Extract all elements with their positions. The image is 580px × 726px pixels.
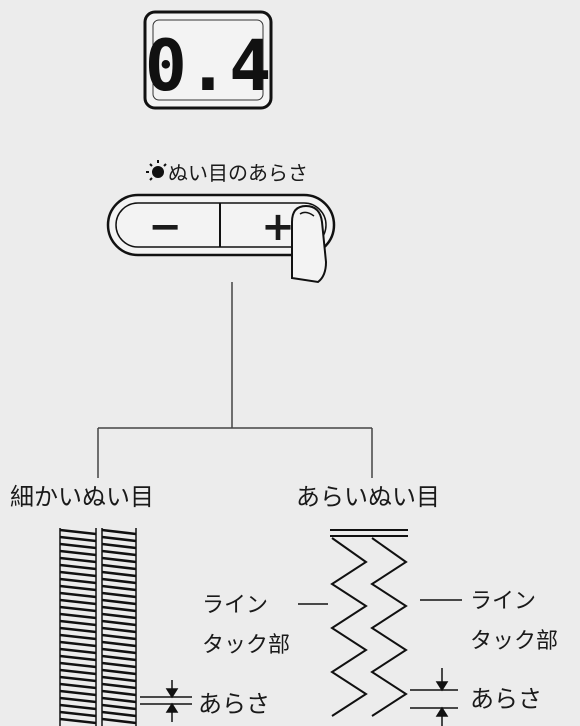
stitch-segment (101, 682, 137, 690)
stitch-segment (59, 605, 97, 613)
stitch-segment (59, 570, 97, 578)
stitch-segment (101, 563, 137, 571)
stitch-segment (59, 689, 97, 697)
minus-symbol: − (148, 204, 182, 250)
stitch-segment (101, 577, 137, 585)
stitch-segment (101, 535, 137, 543)
stitch-length-label: ぬい目のあらさ (168, 161, 308, 185)
stitch-segment (101, 647, 137, 655)
light-indicator-icon (146, 160, 167, 181)
lcd-value: 0.4 (145, 25, 271, 107)
stitch-segment (101, 619, 137, 627)
coarse-line-tack-label-2: タック部 (470, 629, 558, 654)
plus-symbol: + (261, 204, 295, 250)
fine-stitch-title: 細かいぬい目 (10, 483, 154, 511)
coarse-stitch-title: あらいぬい目 (296, 483, 440, 511)
finger-icon (291, 204, 328, 284)
stitch-segment (59, 626, 97, 634)
arrow-up-icon (435, 706, 449, 717)
stitch-segment (101, 626, 137, 634)
stitch-segment (101, 598, 137, 606)
stitch-segment (59, 654, 97, 662)
stitch-segment (101, 542, 137, 550)
stitch-segment (101, 703, 137, 711)
arrow-down-icon (435, 681, 449, 692)
stitch-segment (101, 675, 137, 683)
stitch-length-control (106, 193, 336, 257)
stitch-segment (101, 570, 137, 578)
stitch-segment (59, 549, 97, 557)
fine-line-tack-label-2: タック部 (202, 633, 290, 658)
coarse-spacing-label: あらさ (470, 685, 542, 713)
stitch-segment (101, 584, 137, 592)
fine-spacing-indicator (140, 680, 192, 722)
stitch-segment (59, 598, 97, 606)
stitch-segment (59, 591, 97, 599)
stitch-segment (101, 528, 137, 536)
stitch-segment (59, 668, 97, 676)
stitch-segment (59, 661, 97, 669)
stitch-segment (59, 647, 97, 655)
stitch-segment (101, 717, 137, 725)
stitch-segment (101, 640, 137, 648)
stitch-segment (59, 619, 97, 627)
stitch-segment (59, 675, 97, 683)
stitch-segment (59, 710, 97, 718)
stitch-segment (101, 591, 137, 599)
stitch-segment (101, 668, 137, 676)
stitch-segment (59, 640, 97, 648)
lcd-display: 0.4 (143, 10, 273, 110)
stitch-segment (59, 682, 97, 690)
stitch-segment (101, 605, 137, 613)
stitch-segment (59, 556, 97, 564)
stitch-segment (101, 549, 137, 557)
connector-lines (97, 282, 373, 478)
stitch-segment (59, 717, 97, 725)
stitch-segment (101, 556, 137, 564)
arrow-up-icon (165, 702, 179, 713)
stitch-segment (59, 584, 97, 592)
fine-line-tack-label-1: ライン (202, 593, 268, 618)
stitch-segment (101, 661, 137, 669)
stitch-segment (101, 696, 137, 704)
arrow-down-icon (165, 688, 179, 699)
stitch-segment (59, 577, 97, 585)
fine-spacing-label: あらさ (198, 690, 270, 718)
stitch-segment (101, 612, 137, 620)
coarse-line-tack-label-1: ライン (470, 589, 536, 614)
stitch-segment (59, 633, 97, 641)
stitch-segment (59, 703, 97, 711)
stitch-segment (59, 612, 97, 620)
stitch-segment (101, 654, 137, 662)
stitch-segment (101, 710, 137, 718)
stitch-segment (59, 563, 97, 571)
stitch-segment (59, 542, 97, 550)
stitch-segment (101, 689, 137, 697)
stitch-segment (59, 696, 97, 704)
fine-stitch-pattern (59, 528, 137, 726)
stitch-segment (101, 633, 137, 641)
coarse-spacing-indicator (410, 668, 458, 726)
stitch-segment (59, 528, 97, 536)
coarse-stitch-pattern (330, 529, 408, 717)
stitch-segment (59, 535, 97, 543)
